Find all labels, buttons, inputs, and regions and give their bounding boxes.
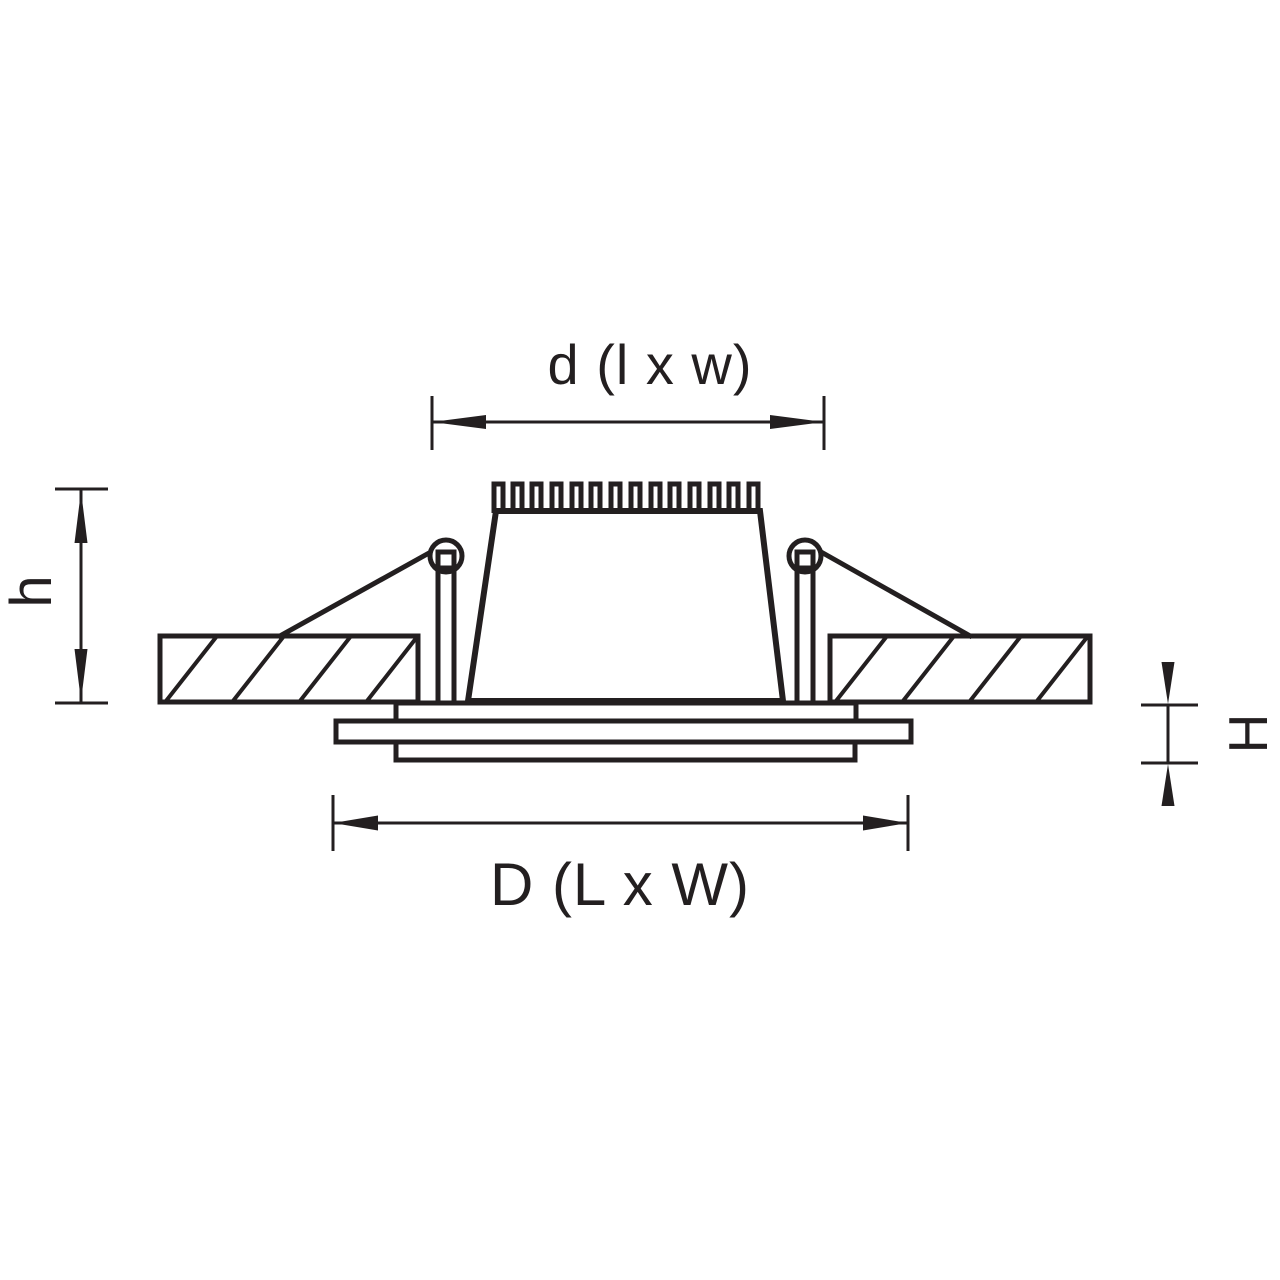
arrowhead-up-icon [1161, 764, 1175, 806]
dimension-flange-height-right: H [1141, 662, 1279, 806]
dimension-label-cutout: d (l x w) [548, 333, 753, 396]
hatch-line [1035, 634, 1090, 703]
arrowhead-right-icon [863, 815, 908, 831]
hatch-line [231, 634, 286, 703]
flange-upper-ring [393, 700, 859, 724]
ceiling-block-left [157, 633, 421, 705]
ceiling-block-right [827, 633, 1093, 705]
arrowhead-left-icon [432, 415, 486, 429]
lamp-housing-outline [464, 508, 787, 704]
dimension-cutout-top: d (l x w) [430, 333, 826, 450]
hatch-line [365, 635, 419, 703]
hatch-line [901, 634, 956, 703]
flange-lower-ring [393, 739, 858, 763]
arrowhead-down-icon [1161, 662, 1175, 704]
spring-clip-right [786, 537, 974, 704]
flange-middle-ring [333, 718, 914, 745]
clip-post-cap [435, 549, 457, 571]
dimension-label-H: H [1217, 713, 1279, 754]
hatch-line [164, 634, 219, 703]
lamp-body [464, 481, 787, 704]
hatch-line [834, 634, 889, 703]
arrowhead-left-icon [333, 815, 378, 831]
spring-clip-left [276, 537, 465, 704]
hatch-line [968, 634, 1023, 703]
clip-post-cap [794, 549, 816, 571]
arrowhead-down-icon [74, 649, 88, 701]
ceiling-section-left [157, 633, 421, 705]
dimension-overall-bottom: D (L x W) [331, 795, 910, 918]
dimension-label-overall: D (L x W) [490, 851, 750, 918]
heatsink-fins [491, 481, 761, 513]
arrowhead-up-icon [74, 491, 88, 543]
spring-arm [276, 545, 440, 640]
arrowhead-right-icon [770, 415, 824, 429]
dimension-label-h: h [0, 574, 64, 607]
dimension-recess-height-left: h [0, 487, 108, 705]
trim-flange [333, 700, 914, 763]
hatch-line [298, 634, 353, 703]
spring-arm [812, 545, 974, 640]
ceiling-section-right [827, 633, 1093, 705]
